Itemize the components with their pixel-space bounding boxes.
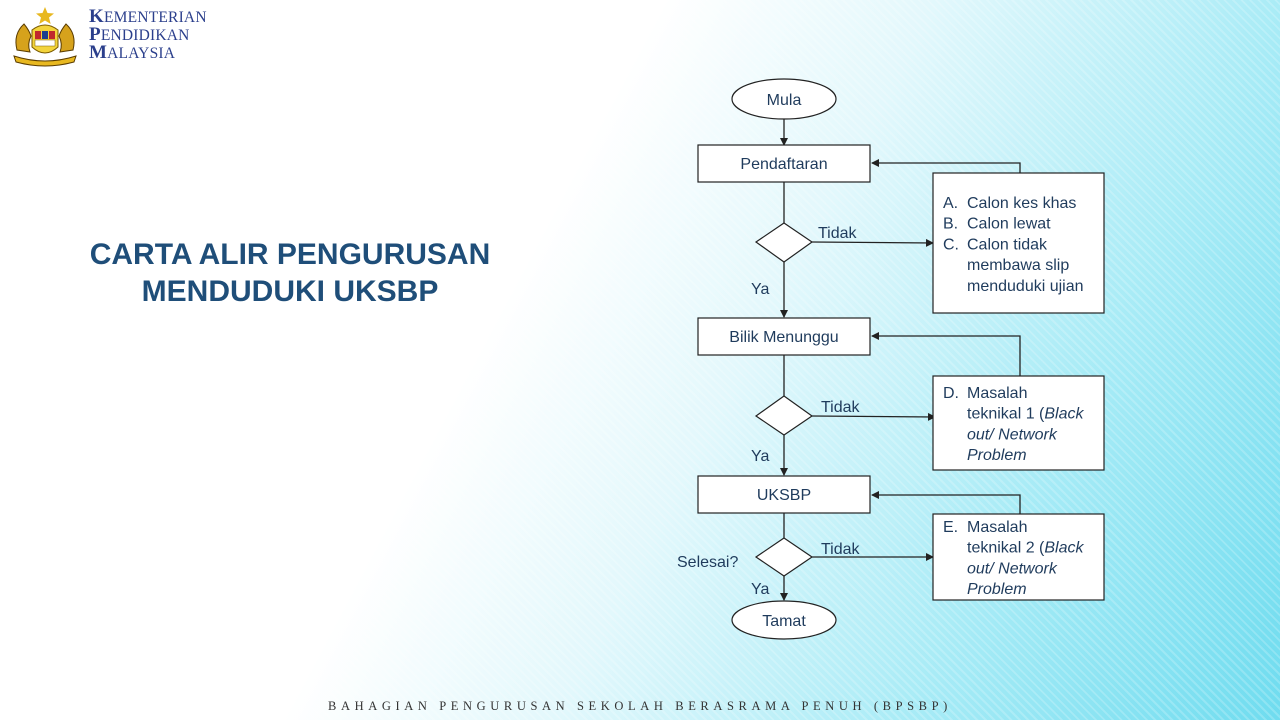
note-text-segment: Calon tidak [967,236,1048,253]
end-terminal-shape [731,600,837,640]
connector-note-2-return [871,332,1021,376]
connector-note-1-return [871,159,1021,173]
decision-question-label: Selesai? [677,554,738,571]
note-text-segment: Calon lewat [967,216,1051,233]
branch-no-label-3: Tidak [821,541,861,558]
note-text-segment: out/ Network [967,426,1058,443]
note-text-segment: menduduki ujian [967,278,1084,295]
process-waiting-room-label: Bilik Menunggu [729,329,838,346]
note-text-segment: membawa slip [967,257,1069,274]
malaysia-coat-of-arms-logo [13,7,77,67]
note-text-segment: teknikal 2 ( [967,540,1045,557]
note-3-item-1-line-4: Problem [967,581,1027,598]
process-waiting-room-box [697,317,871,356]
connector-note-3-return [871,491,1021,514]
note-3-item-1-marker: E. [943,519,958,536]
start-terminal-shape [731,78,837,120]
decision-2-diamond [754,395,814,436]
ministry-line-3: MALAYSIA [89,42,176,63]
footer-text: BAHAGIAN PENGURUSAN SEKOLAH BERASRAMA PE… [328,699,952,713]
note-2-item-1-line-3: out/ Network [967,426,1058,443]
note-text-segment: Calon kes khas [967,195,1076,212]
slide-title-line-1: CARTA ALIR PENGURUSAN [89,238,491,271]
note-1-item-3-line-3: menduduki ujian [967,278,1084,295]
exception-note-2-box [932,375,1105,471]
note-2-item-1-marker: D. [943,385,959,402]
note-2-item-1-line-4: Problem [967,447,1027,464]
branch-no-label-1: Tidak [818,225,858,242]
note-text-segment: out/ Network [967,560,1058,577]
process-registration-label: Pendaftaran [740,156,827,173]
note-1-item-1-marker: A. [943,195,958,212]
ministry-name: KEMENTERIAN PENDIDIKAN MALAYSIA [89,8,207,62]
exception-note-1-box [932,172,1105,314]
process-uksbp-box [697,475,871,514]
branch-yes-label-1: Ya [751,281,769,298]
note-3-item-1-line-1: Masalah [967,519,1027,536]
exception-note-3-box [932,513,1105,601]
note-2-item-1-line-2: teknikal 1 (Black [967,406,1085,423]
branch-yes-label-3: Ya [751,581,769,598]
branch-no-label-2: Tidak [821,399,861,416]
note-2-item-1-line-1: Masalah [967,385,1027,402]
slide-title: CARTA ALIR PENGURUSAN MENDUDUKI UKSBP [40,236,540,310]
note-3-item-1-line-3: out/ Network [967,560,1058,577]
process-uksbp-label: UKSBP [757,487,811,504]
note-text-segment: Masalah [967,519,1027,536]
end-label: Tamat [762,613,806,630]
connector-decision-1-no [811,238,934,247]
decision-1-diamond [754,222,814,263]
process-registration-box [697,144,871,183]
decision-3-diamond [754,537,814,577]
note-1-item-3-line-1: Calon tidak [967,236,1048,253]
note-1-item-1-line-1: Calon kes khas [967,195,1076,212]
note-1-item-2-marker: B. [943,216,958,233]
slide-title-line-2: MENDUDUKI UKSBP [141,275,439,308]
note-text-segment: Black [1044,540,1084,557]
note-3-item-1-line-2: teknikal 2 (Black [967,540,1085,557]
note-text-segment: Problem [967,581,1027,598]
note-text-segment: teknikal 1 ( [967,406,1045,423]
note-text-segment: Problem [967,447,1027,464]
note-1-item-2-line-1: Calon lewat [967,216,1051,233]
note-1-item-3-line-2: membawa slip [967,257,1069,274]
note-text-segment: Black [1044,406,1084,423]
connector-decision-2-no [811,412,936,421]
start-label: Mula [767,92,802,109]
note-text-segment: Masalah [967,385,1027,402]
note-1-item-3-marker: C. [943,236,959,253]
ministry-line-2: PENDIDIKAN [89,24,190,45]
ministry-line-1: KEMENTERIAN [89,6,207,27]
branch-yes-label-2: Ya [751,448,769,465]
